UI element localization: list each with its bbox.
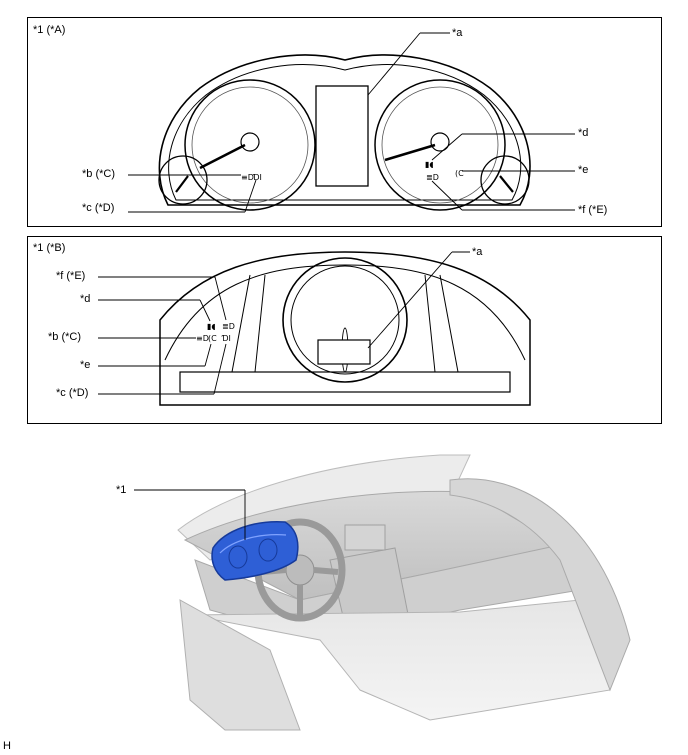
cluster-a-right-gauge-hub <box>430 132 450 152</box>
cluster-a-left-gauge-rim <box>184 79 316 211</box>
panel-b-callout-d: *d <box>80 293 91 305</box>
cluster-a-center-display <box>315 85 369 187</box>
indicator-icon-b: ≡D <box>241 173 254 182</box>
cluster-a-outer-shell <box>158 54 531 206</box>
figure-code: H <box>3 740 11 752</box>
leader-f <box>431 180 463 211</box>
indicator-b-icon-f: ≣D <box>222 322 235 331</box>
panel-a-callout-e: *e <box>578 164 589 176</box>
indicator-icon-e: (C <box>455 169 464 178</box>
cluster-b-center-display <box>317 339 371 365</box>
cluster-b-main-gauge-outer <box>282 257 408 383</box>
indicator-b-icon-e: (C <box>208 334 217 343</box>
cluster-b-hood <box>164 264 526 361</box>
panel-b-callout-f: *f (*E) <box>56 270 86 282</box>
vehicle-callout-1: *1 <box>116 484 127 496</box>
panel-a-callout-f: *f (*E) <box>578 204 608 216</box>
panel-b-callout-b: *b (*C) <box>48 331 82 343</box>
panel-a-callout-b: *b (*C) <box>82 168 116 180</box>
indicator-icon-d: ▮◖ <box>425 160 434 169</box>
cluster-a-inner-shell <box>168 64 522 201</box>
panel-b-title: *1 (*B) <box>33 242 66 254</box>
indicator-b-icon-c: ƊI <box>221 334 231 343</box>
cluster-a-left-gauge-hub <box>240 132 260 152</box>
diagram-panel-b <box>27 236 662 424</box>
cluster-a-left-small-gauge <box>158 155 208 205</box>
cluster-b-outer-shell <box>159 251 531 406</box>
indicator-icon-f: ≣D <box>426 173 439 182</box>
combination-meter-highlight <box>211 521 299 581</box>
panel-b-callout-a: *a <box>472 246 483 258</box>
panel-a-title: *1 (*A) <box>33 24 66 36</box>
panel-a-callout-d: *d <box>578 127 589 139</box>
cluster-a-right-small-gauge <box>480 155 530 205</box>
cluster-a-right-gauge-rim <box>374 79 506 211</box>
panel-a-callout-a: *a <box>452 27 463 39</box>
cluster-b-main-gauge-inner <box>290 265 400 375</box>
cluster-a-right-needle <box>384 143 436 162</box>
cluster-a-left-needle <box>199 143 246 170</box>
leader-b-a <box>367 251 453 349</box>
cluster-a-left-gauge-face <box>191 86 309 204</box>
indicator-b-icon-d: ▮◖ <box>207 322 216 331</box>
indicator-b-icon-b: ≡D <box>196 334 209 343</box>
panel-b-callout-e: *e <box>80 359 91 371</box>
cluster-a-right-gauge-face <box>381 86 499 204</box>
indicator-icon-c: ƊI <box>252 173 262 182</box>
panel-b-callout-c: *c (*D) <box>56 387 89 399</box>
leader-a <box>367 32 421 96</box>
leader-d <box>431 133 463 161</box>
panel-a-callout-c: *c (*D) <box>82 202 115 214</box>
